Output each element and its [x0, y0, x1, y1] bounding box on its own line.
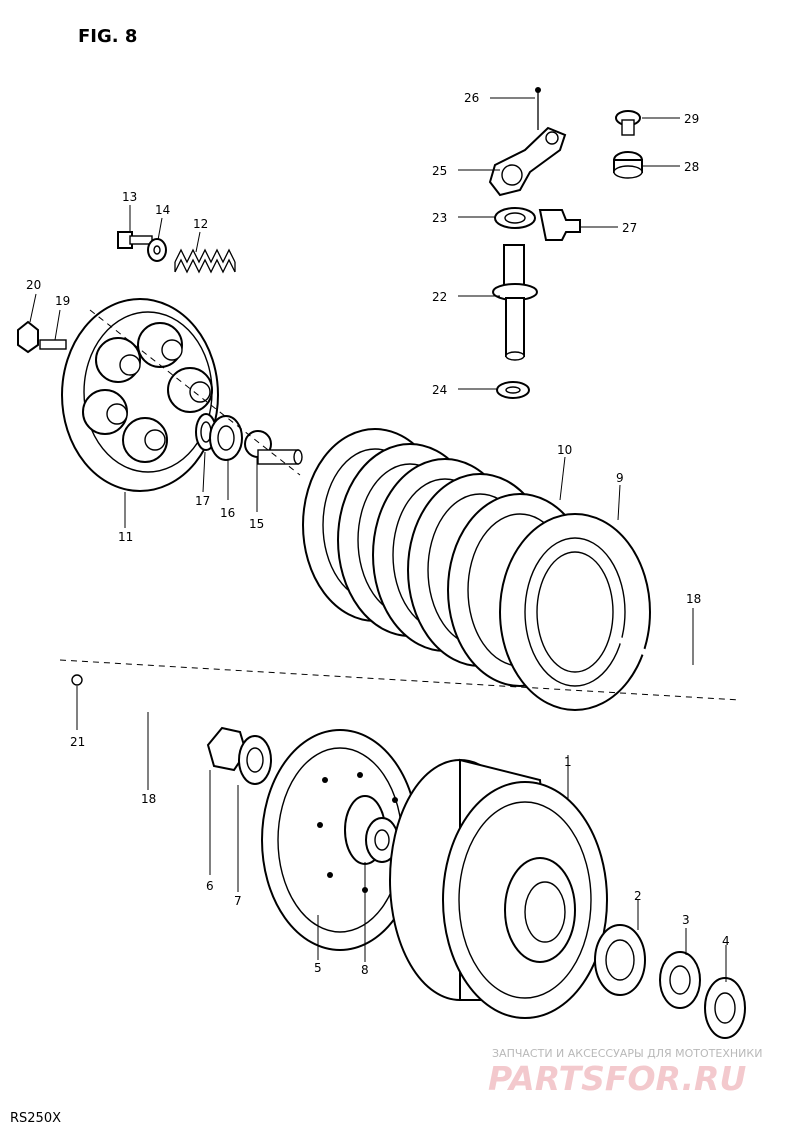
callout-25: 25	[432, 164, 447, 178]
callout-6: 6	[206, 879, 214, 893]
callout-12: 12	[193, 217, 208, 231]
model-code: RS250X	[10, 1111, 61, 1126]
callout-28: 28	[684, 160, 699, 174]
callout-21: 21	[70, 735, 85, 749]
part-2-needle-bearing	[594, 924, 646, 996]
part-1-primary-driven-gear-housing	[389, 758, 608, 1019]
assembly-axis-lines	[59, 309, 741, 701]
part-28-nut	[613, 151, 643, 179]
part-29-screw	[615, 110, 641, 136]
part-11-pressure-plate	[61, 298, 219, 492]
part-18-push-rod-upper	[617, 637, 723, 693]
callout-27: 27	[622, 221, 637, 235]
watermark-tagline: ЗАПЧАСТИ И АКСЕССУАРЫ ДЛЯ МОТОТЕХНИКИ	[492, 1047, 762, 1060]
part-5-clutch-sleeve-hub	[261, 729, 419, 951]
part-14-washer	[147, 238, 167, 262]
callout-4: 4	[722, 934, 730, 948]
callout-17: 17	[195, 494, 210, 508]
callout-26: 26	[464, 91, 479, 105]
leader-lines	[29, 97, 727, 982]
callout-3: 3	[682, 913, 690, 927]
callout-14: 14	[155, 203, 170, 217]
callout-22: 22	[432, 290, 447, 304]
part-26-pin	[535, 87, 541, 130]
part-21-steel-ball	[71, 674, 83, 686]
callout-10: 10	[557, 443, 572, 457]
part-3-spacer	[659, 951, 701, 1009]
callout-1: 1	[564, 755, 572, 769]
part-27-bolt	[538, 209, 581, 241]
callout-5: 5	[314, 961, 322, 975]
figure-title: FIG. 8	[78, 26, 137, 47]
callout-19: 19	[55, 294, 70, 308]
part-18-push-rod-lower	[89, 682, 193, 738]
part-8-thrust-washer	[365, 817, 399, 863]
part-20-nut	[17, 320, 39, 354]
callout-labels: 26 25 23 22 24 27 29 28 13 14 12 20 19 1…	[26, 91, 730, 977]
part-12-spring	[174, 248, 236, 274]
callout-18-lower: 18	[141, 792, 156, 806]
part-13-bolt	[117, 231, 153, 249]
part-25-release-arm	[488, 126, 567, 197]
callout-8: 8	[361, 963, 369, 977]
part-24-washer	[496, 381, 530, 399]
callout-7: 7	[234, 894, 242, 908]
callout-15: 15	[249, 517, 264, 531]
part-23-oil-seal	[494, 207, 536, 229]
callout-18-upper: 18	[686, 592, 701, 606]
part-15-push-piece	[244, 430, 303, 465]
watermark-brand: PARTSFOR.RU	[488, 1059, 746, 1098]
clutch-plates-stack	[302, 428, 651, 711]
callout-9: 9	[616, 471, 624, 485]
callout-24: 24	[432, 383, 447, 397]
callout-2: 2	[634, 889, 642, 903]
callout-16: 16	[220, 506, 235, 520]
part-4-thrust-washer	[704, 977, 746, 1039]
part-7-lock-washer	[238, 735, 272, 785]
part-19-bolt	[39, 339, 67, 350]
callout-13: 13	[122, 190, 137, 204]
part-22-release-shaft	[492, 244, 538, 361]
callout-11: 11	[118, 530, 133, 544]
callout-23: 23	[432, 211, 447, 225]
callout-20: 20	[26, 278, 41, 292]
part-16-bearing	[209, 415, 243, 461]
callout-29: 29	[684, 112, 699, 126]
